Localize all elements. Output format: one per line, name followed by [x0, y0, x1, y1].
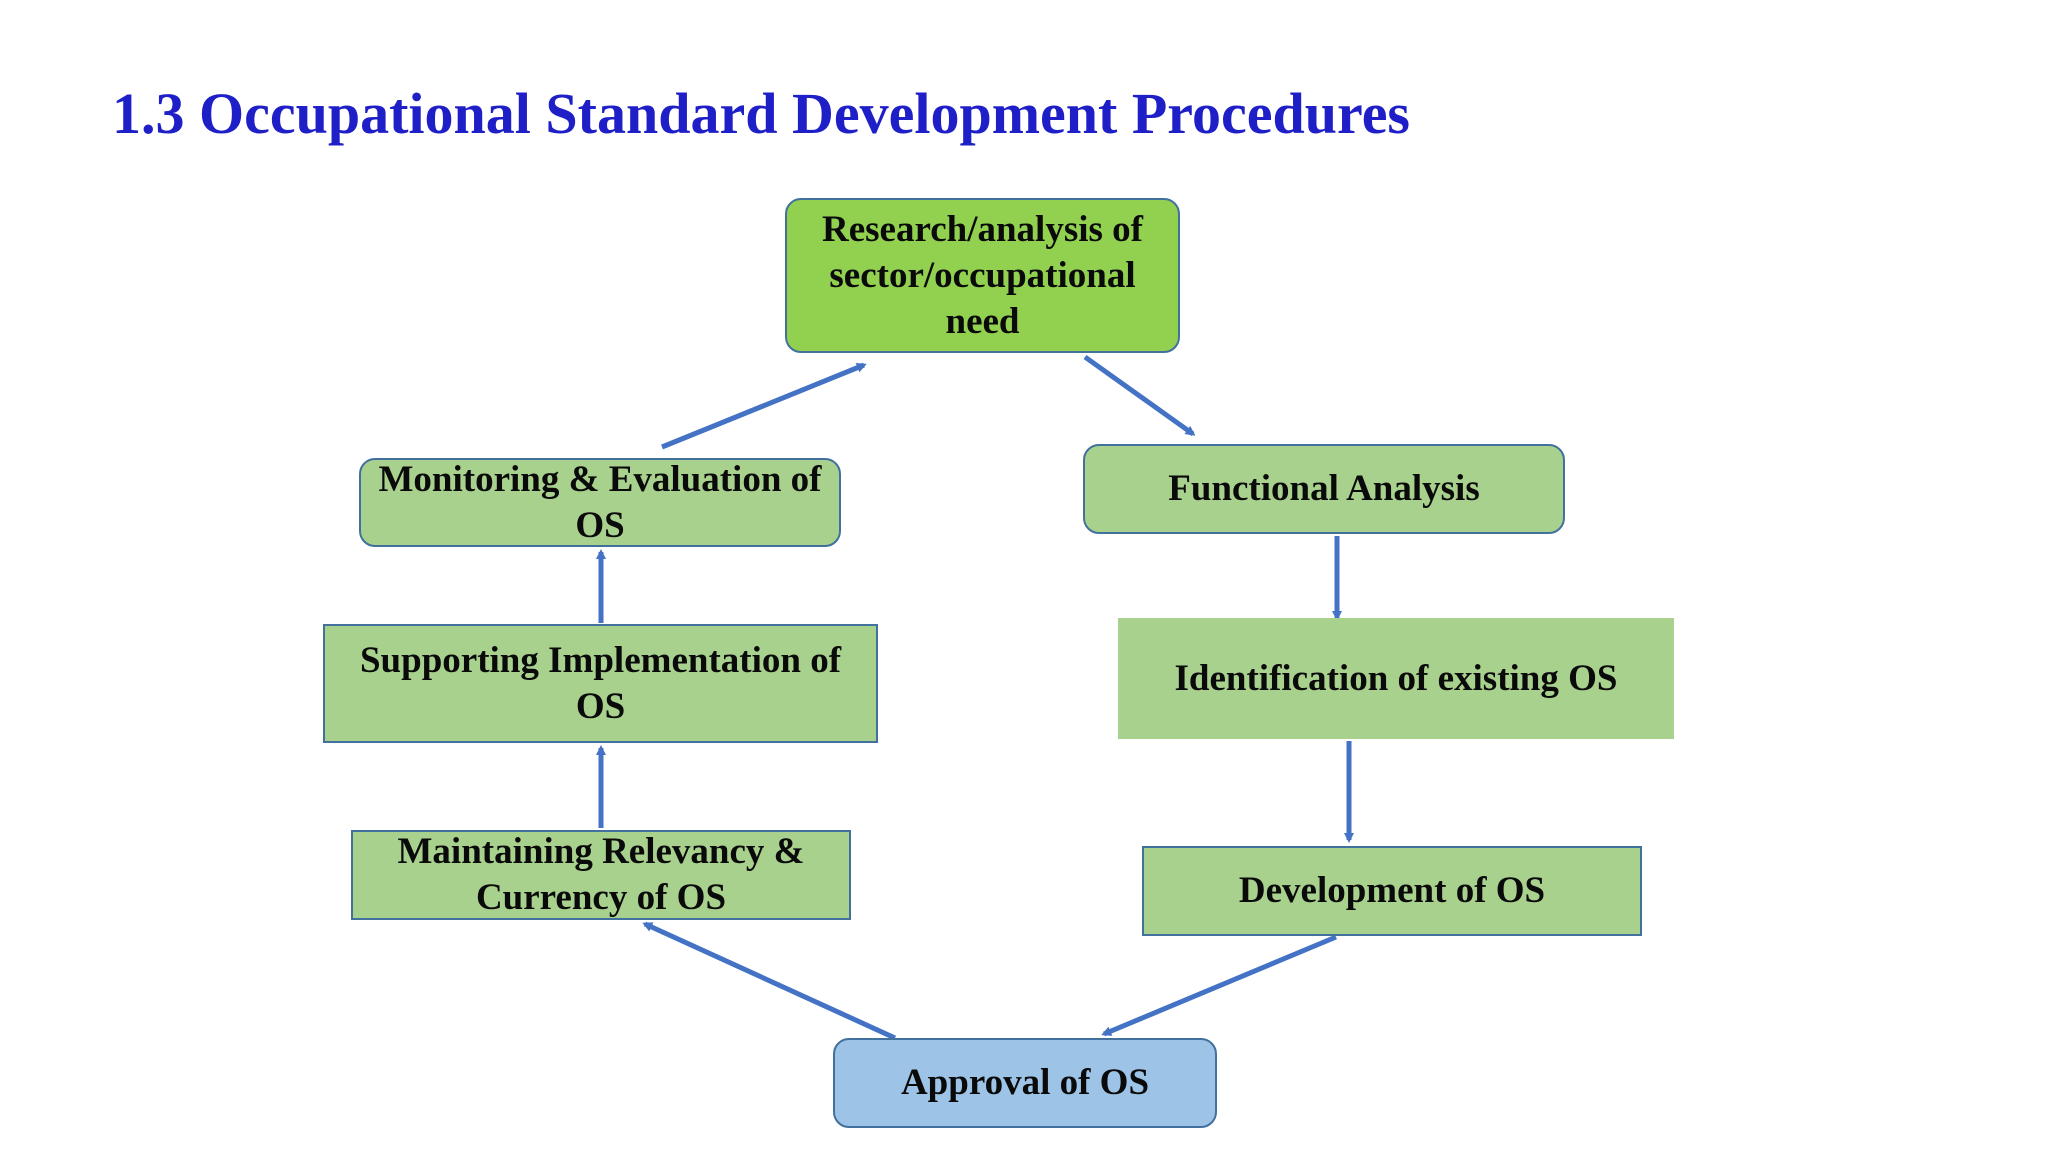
- step-identification-box: Identification of existing OS: [1118, 618, 1674, 739]
- step-supporting-label: Supporting Implementation of OS: [359, 639, 842, 727]
- step-functional-analysis-label: Functional Analysis: [1168, 468, 1480, 509]
- step-maintaining-box: Maintaining Relevancy & Currency of OS: [351, 830, 851, 920]
- step-monitoring-box: Monitoring & Evaluation of OS: [359, 458, 841, 547]
- step-research-label: Research/analysis of sector/occupational…: [821, 208, 1143, 342]
- step-approval-box: Approval of OS: [833, 1038, 1217, 1128]
- step-monitoring-label: Monitoring & Evaluation of OS: [378, 458, 822, 546]
- arrow-research-to-functional: [1083, 354, 1196, 437]
- arrow-monitoring-to-research: [661, 362, 867, 450]
- step-maintaining-label: Maintaining Relevancy & Currency of OS: [397, 831, 805, 918]
- arrow-development-to-approval: [1101, 934, 1337, 1037]
- slide-title: 1.3 Occupational Standard Development Pr…: [112, 81, 1411, 146]
- step-supporting-box: Supporting Implementation of OS: [323, 624, 878, 743]
- arrow-approval-to-maintaining: [642, 921, 897, 1041]
- step-identification-label: Identification of existing OS: [1174, 657, 1618, 699]
- step-development-label: Development of OS: [1238, 870, 1546, 911]
- step-development-box: Development of OS: [1142, 846, 1642, 936]
- step-approval-label: Approval of OS: [900, 1062, 1150, 1103]
- step-research-box: Research/analysis of sector/occupational…: [785, 198, 1180, 353]
- step-functional-analysis-box: Functional Analysis: [1083, 444, 1565, 534]
